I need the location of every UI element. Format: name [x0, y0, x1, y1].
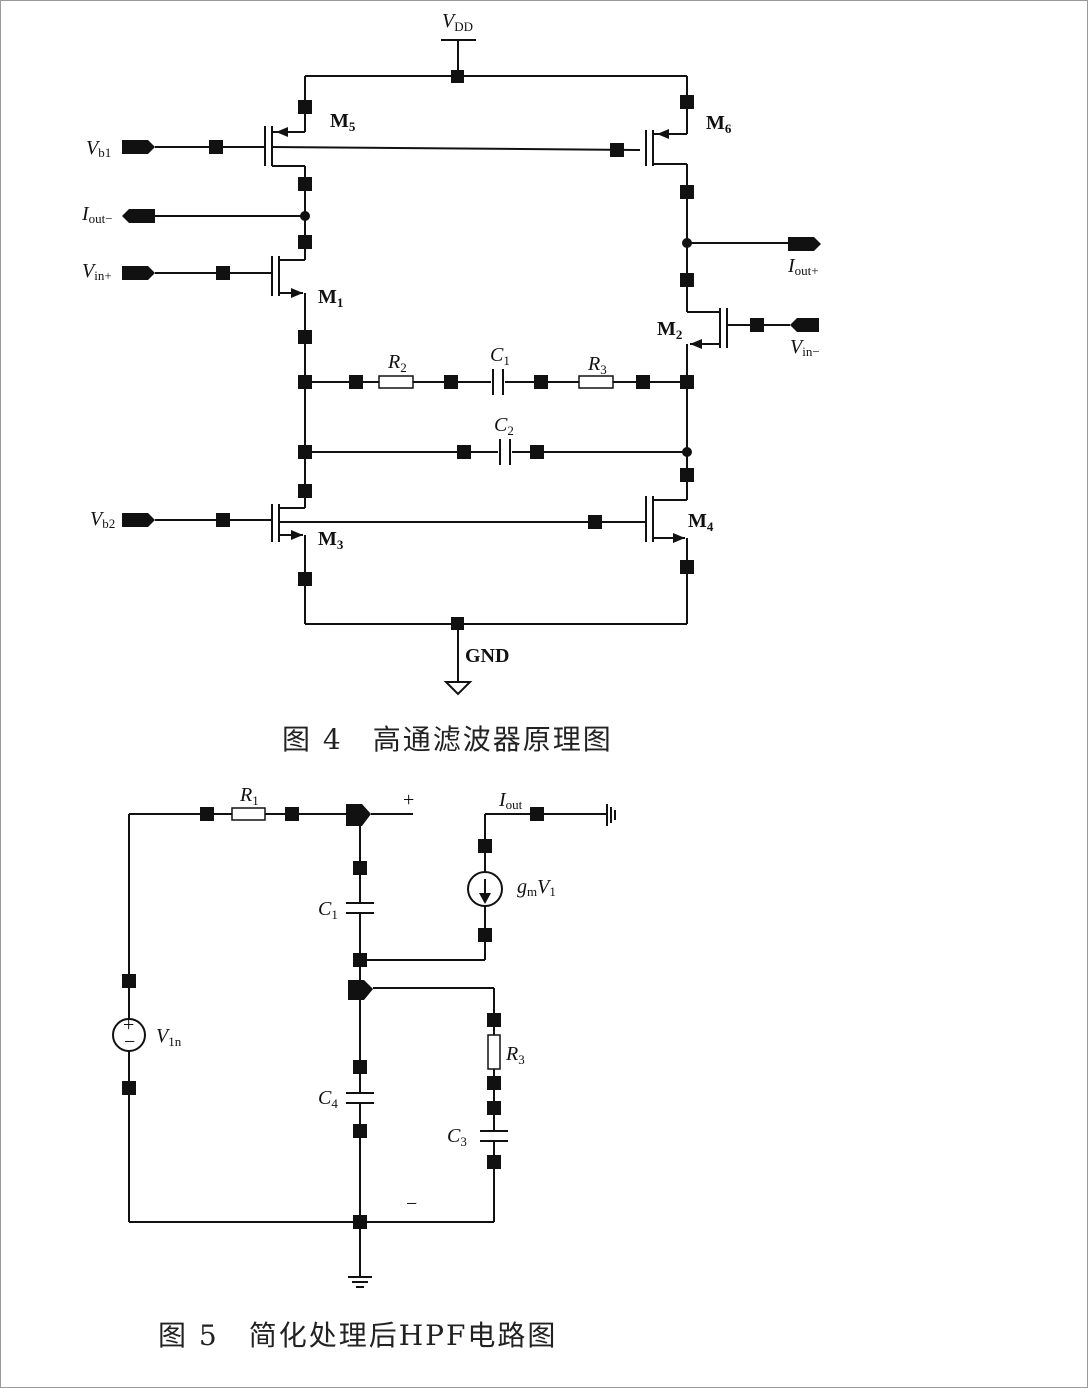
m2-label: M2: [657, 318, 682, 342]
vb1-label: Vb1: [86, 137, 111, 160]
iout-minus-label: Iout−: [81, 203, 113, 226]
r1-label: R1: [239, 784, 259, 808]
plus-label: +: [403, 789, 414, 811]
c4-label: C4: [318, 1087, 338, 1111]
vin-plus-label: Vin+: [82, 260, 112, 283]
src-minus-label: −: [124, 1031, 135, 1053]
vb2-terminal: Vb2: [90, 508, 272, 531]
c2-branch: C2: [305, 414, 687, 466]
left-branch: M5 Vb1 Iout−: [81, 76, 646, 624]
gnd-label: GND: [465, 645, 509, 667]
m6-label: M6: [706, 112, 732, 136]
figure4-caption: 图 4 高通滤波器原理图: [282, 723, 613, 756]
current-source-branch: Iout gmV1: [467, 789, 616, 960]
c2-label: C2: [494, 414, 514, 438]
minus-label: −: [406, 1193, 417, 1215]
src-plus-label: +: [123, 1014, 134, 1036]
m3-label: M3: [318, 528, 344, 552]
transistor-m2: M2: [657, 308, 728, 452]
transistor-m4: M4: [645, 496, 714, 624]
r3-label: R3: [505, 1043, 525, 1067]
v1n-label: V1n: [156, 1025, 182, 1049]
c1-label: C1: [490, 344, 510, 368]
c1-label: C1: [318, 898, 338, 922]
r2-c1-r3-network: R2 C1 R3: [305, 344, 687, 396]
figure5-schematic: R1 + Iout gmV1 C1: [112, 784, 616, 1288]
r3-label: R3: [587, 353, 607, 377]
resistor-r1: [231, 807, 266, 821]
c3-label: C3: [447, 1125, 467, 1149]
transistor-m6: M6: [645, 112, 732, 166]
gm-label: gmV1: [517, 876, 556, 899]
vin-minus-terminal: Vin−: [727, 318, 820, 359]
vin-minus-label: Vin−: [790, 336, 820, 359]
transistor-m5: M5: [264, 110, 356, 167]
transistor-m3: M3: [271, 498, 344, 624]
resistor-r2: [378, 375, 414, 389]
resistor-r3: [578, 375, 614, 389]
iout-plus-terminal: Iout+: [687, 237, 821, 278]
vin-plus-terminal: Vin+: [82, 260, 272, 283]
vdd-terminal: VDD: [305, 10, 687, 83]
vb2-label: Vb2: [90, 508, 115, 531]
iout-plus-label: Iout+: [787, 255, 819, 278]
figure5-caption: 图 5 简化处理后HPF电路图: [158, 1319, 558, 1352]
iout-minus-terminal: Iout−: [81, 203, 305, 226]
gnd-terminal: GND: [305, 617, 687, 696]
right-branch: M6 Iout+ M2: [645, 76, 821, 624]
m1-label: M1: [318, 286, 343, 310]
m4-label: M4: [688, 510, 714, 534]
r2-label: R2: [387, 351, 407, 375]
iout-label: Iout: [498, 789, 523, 812]
transistor-m1: M1: [271, 249, 343, 330]
vb1-terminal: Vb1: [86, 137, 265, 160]
m5-label: M5: [330, 110, 356, 134]
resistor-r3: [487, 1034, 501, 1070]
figure4-schematic: VDD M5 Vb1: [81, 10, 821, 696]
voltage-source-symbol: [112, 1018, 146, 1052]
vdd-label: VDD: [442, 10, 473, 34]
